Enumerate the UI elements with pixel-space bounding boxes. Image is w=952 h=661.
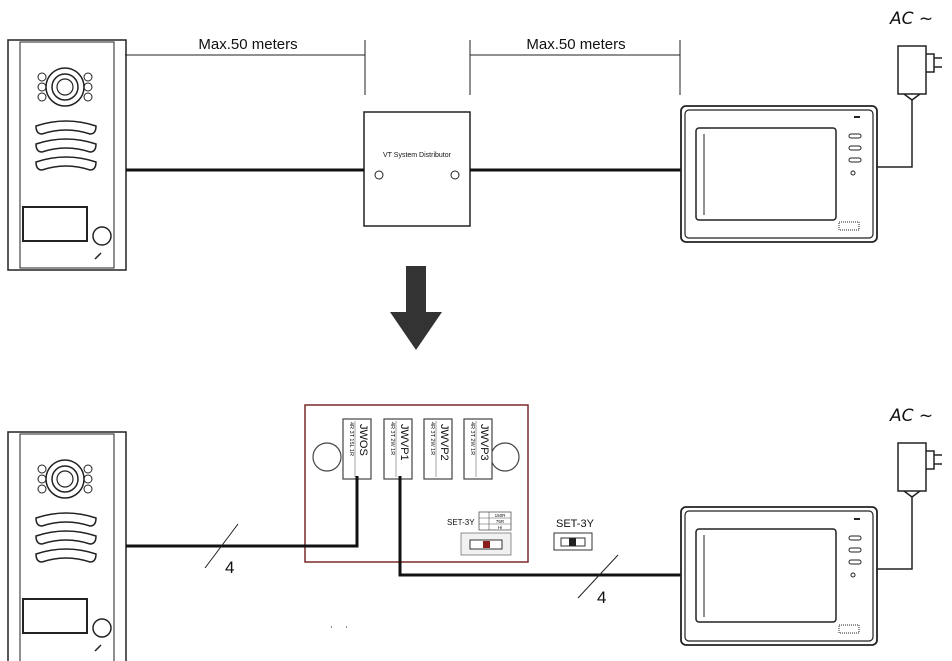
terminal-jwos: 4R 3T 15L 1R JWOS <box>342 418 372 480</box>
switch-option-hi: Hi <box>498 525 502 530</box>
terminal-pins-jwvp1: 4R 3T 2W 1R <box>389 422 395 455</box>
camera-icon <box>37 67 93 107</box>
distributor-label: VT System Distributor <box>383 152 452 159</box>
terminal-jwvp2: 4R 3T 2W 1R JWVP2 <box>423 418 453 480</box>
external-switch-label: SET-3Y <box>556 518 595 530</box>
terminal-label-jwvp2: JWVP2 <box>438 424 450 461</box>
terminal-label-jwvp3: JWVP3 <box>478 424 490 461</box>
power-adapter-top: AC ~ <box>877 9 942 168</box>
stray-marks <box>331 626 347 628</box>
terminal-label-jwvp1: JWVP1 <box>398 424 410 461</box>
power-label-top: AC ~ <box>889 9 933 29</box>
call-button <box>92 618 112 638</box>
terminal-jwvp1: 4R 3T 2W 1R JWVP1 <box>383 418 413 480</box>
indoor-monitor-bottom <box>680 506 878 646</box>
wire-count-ticks <box>204 523 619 599</box>
key-icon <box>94 644 102 652</box>
down-arrow-icon <box>390 266 442 350</box>
switch-option-150r: 150R <box>495 513 507 518</box>
power-adapter-bottom: AC ~ <box>877 406 942 570</box>
segment-right-label: Max.50 meters <box>526 36 625 53</box>
terminal-pins-jwvp2: 4R 3T 2W 1R <box>429 422 435 455</box>
switch-option-75r: 75R <box>496 519 505 524</box>
monitor-speaker <box>838 221 860 231</box>
bottom-cables <box>126 476 681 577</box>
wire-count-left: 4 <box>225 558 234 577</box>
name-plate <box>22 598 88 634</box>
key-icon <box>94 252 102 260</box>
power-label-bottom: AC ~ <box>889 406 933 426</box>
door-station-bottom <box>7 431 127 661</box>
monitor-screen <box>695 127 837 221</box>
dimension-markers <box>125 40 681 95</box>
door-station-top <box>7 39 127 271</box>
system-distributor: VT System Distributor <box>363 111 471 227</box>
board-switch-label: SET-3Y <box>447 518 475 527</box>
name-plate <box>22 206 88 242</box>
terminal-pins-jwvp3: 4R 3T 2W 1R <box>469 422 475 455</box>
monitor-screen <box>695 528 837 623</box>
speaker-grille-icon <box>35 120 97 171</box>
board-switch: SET-3Y 150R 75R Hi <box>447 511 512 556</box>
speaker-grille-icon <box>35 512 97 563</box>
monitor-speaker <box>838 624 860 634</box>
call-button <box>92 226 112 246</box>
camera-icon <box>37 459 93 499</box>
terminal-jwvp3: 4R 3T 2W 1R JWVP3 <box>463 418 493 480</box>
terminal-pins-jwos: 4R 3T 15L 1R <box>348 422 354 456</box>
indoor-monitor-top <box>680 105 878 243</box>
wire-count-right: 4 <box>597 588 606 607</box>
segment-left-label: Max.50 meters <box>198 36 297 53</box>
terminal-label-jwos: JWOS <box>357 424 369 456</box>
external-switch: SET-3Y <box>553 518 595 551</box>
